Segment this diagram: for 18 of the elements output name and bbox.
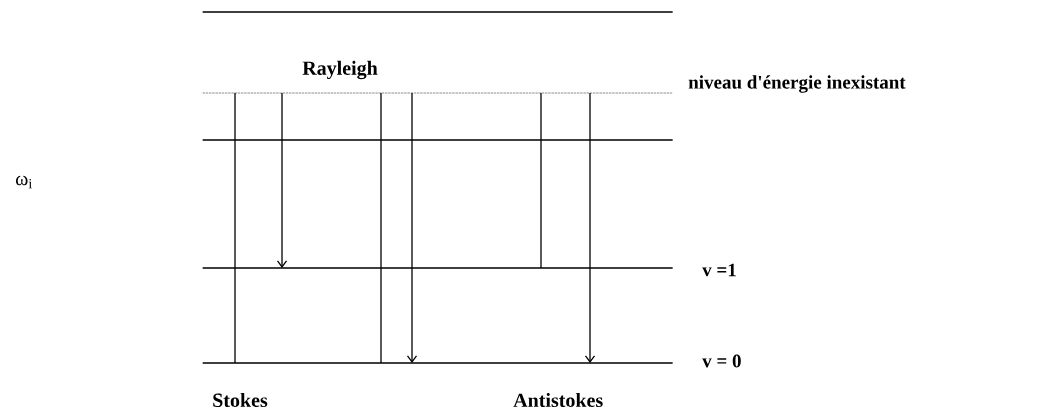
process-label: Antistokes: [513, 392, 603, 408]
arrow: [406, 92, 418, 363]
level-label: niveau d'énergie inexistant: [688, 75, 906, 93]
process-label: Rayleigh: [302, 60, 378, 80]
virtual-level-line: [202, 92, 674, 94]
arrow: [584, 92, 596, 363]
energy-level-line: [202, 267, 674, 269]
level-label: v = 0: [702, 354, 741, 368]
process-label: Stokes: [213, 392, 268, 408]
transition-line: [234, 92, 236, 364]
arrow: [276, 92, 288, 268]
energy-level-line: [202, 11, 674, 13]
frequency-label: ω$_{i}$: [16, 175, 32, 189]
transition-line: [540, 92, 542, 269]
energy-level-line: [202, 362, 674, 364]
energy-level-line: [202, 139, 674, 141]
transition-line: [380, 92, 382, 364]
level-label: v =1: [702, 263, 736, 277]
